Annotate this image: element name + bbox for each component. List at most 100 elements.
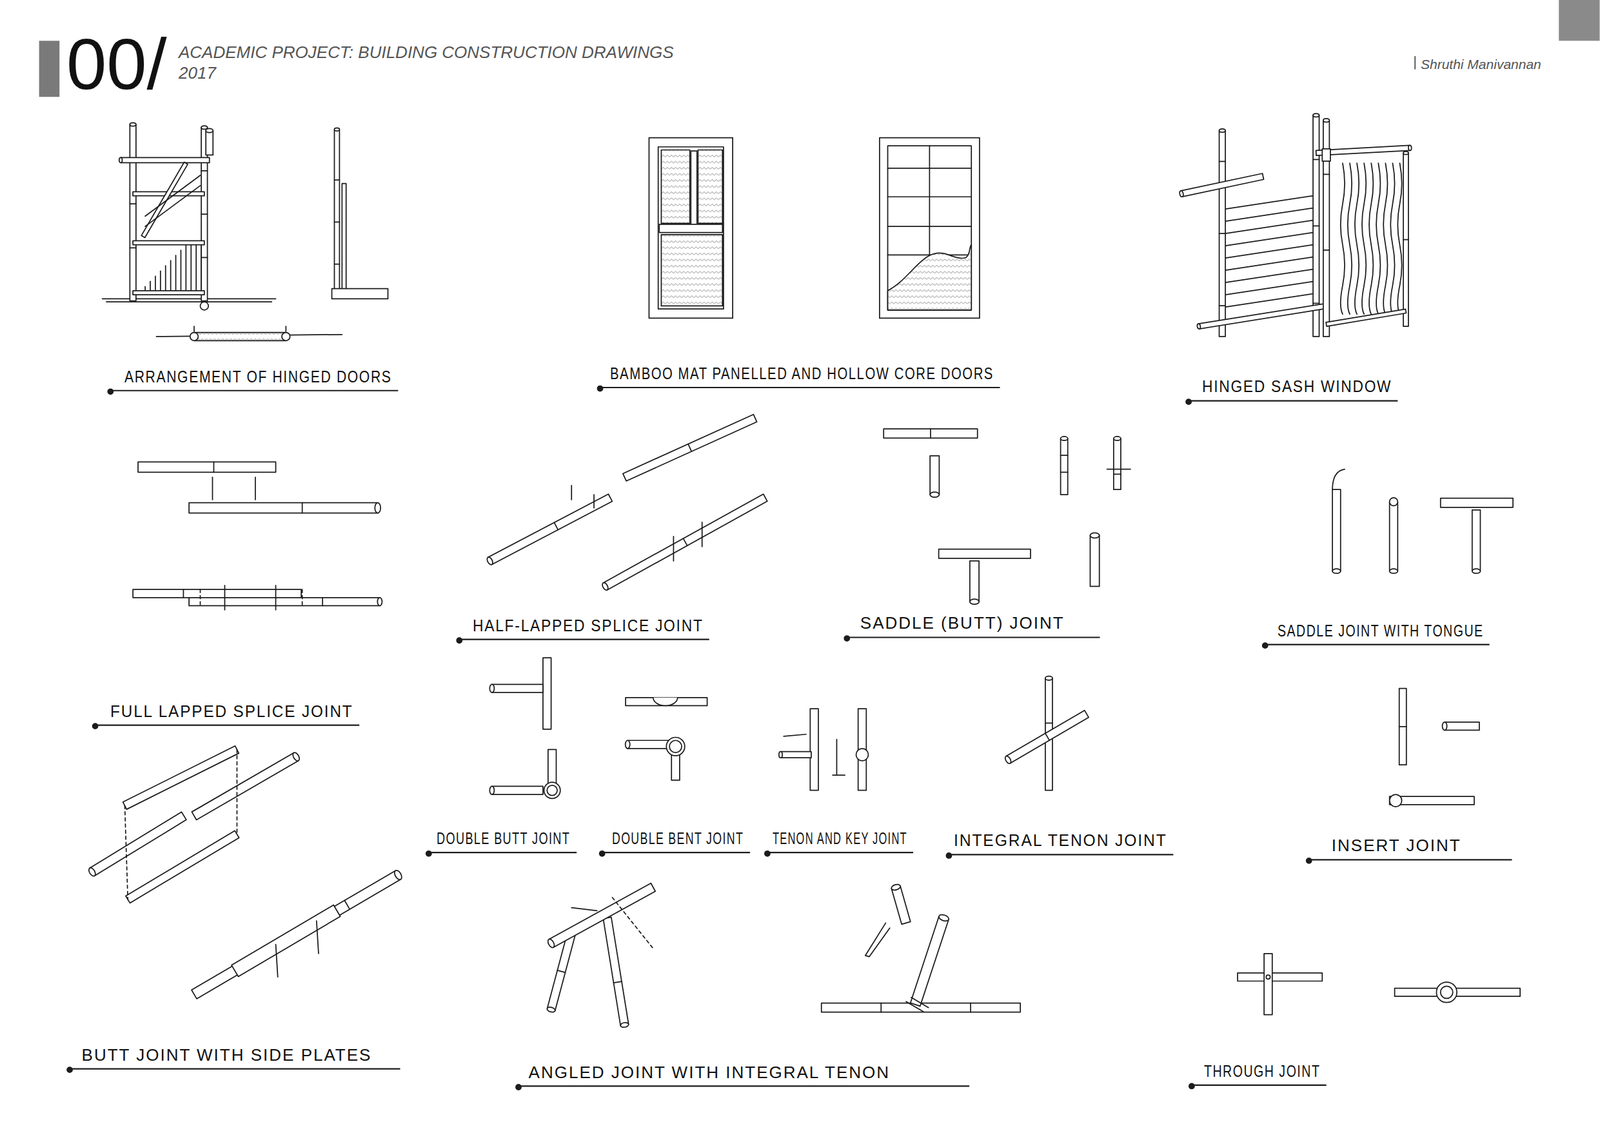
caption-underline [428, 851, 577, 854]
pen-line [1313, 225, 1319, 227]
pole-opening [938, 913, 950, 923]
bamboo-pole [123, 746, 240, 810]
pen-rect [888, 145, 972, 311]
pen-line [1225, 232, 1314, 247]
pen-line [683, 538, 688, 546]
pen-line [1045, 733, 1050, 741]
pole-opening [620, 1022, 630, 1028]
bamboo-pole [188, 503, 378, 514]
caption-dot [456, 637, 462, 643]
pen-rect [659, 224, 723, 233]
caption-dot [1189, 1084, 1195, 1090]
bamboo-pole [1264, 953, 1273, 1016]
pen-line [224, 585, 226, 611]
pen-line [236, 749, 238, 834]
bamboo-pole [546, 932, 576, 1012]
caption-underline [518, 1085, 970, 1087]
pole-end [1440, 986, 1453, 999]
pole-opening [129, 122, 136, 126]
pen-line [285, 326, 287, 332]
pen-path [1340, 163, 1345, 315]
pen-line [276, 944, 278, 978]
caption-underline [69, 1067, 400, 1070]
pen-line [1225, 294, 1314, 308]
pen-line [593, 494, 595, 509]
header-bar [39, 40, 60, 97]
pen-line [334, 179, 340, 181]
pole-opening [625, 740, 631, 749]
pen-rect [658, 147, 724, 309]
pole-end [190, 332, 199, 342]
bamboo-pole [205, 130, 213, 155]
pen-line [1399, 726, 1407, 728]
caption-dot [1262, 642, 1268, 649]
pen-line [1113, 474, 1121, 476]
bamboo-pole [1313, 115, 1319, 337]
drawing-caption: ANGLED JOINT WITH INTEGRAL TENON [528, 1064, 890, 1081]
caption-underline [1309, 859, 1513, 861]
pen-path [865, 922, 890, 957]
pen-path [1369, 163, 1373, 315]
bamboo-joint-drawings [87, 113, 1521, 1028]
pole-end [1389, 794, 1403, 807]
drawing-caption: BAMBOO MAT PANELLED AND HOLLOW CORE DOOR… [610, 365, 994, 382]
pen-line [321, 597, 324, 607]
pole-opening [1219, 128, 1226, 133]
pen-line [145, 185, 200, 227]
caption-dot [599, 851, 605, 857]
pen-line [969, 1003, 972, 1013]
pen-line [1323, 249, 1330, 251]
pen-line [832, 774, 845, 776]
pole-opening [1472, 568, 1481, 574]
pen-line [1219, 160, 1226, 162]
caption-underline [600, 386, 1001, 389]
pen-path [1383, 163, 1388, 315]
pen-line [185, 245, 188, 293]
bamboo-pole [938, 549, 1031, 559]
pen-line [334, 263, 340, 266]
bamboo-pole [1113, 438, 1121, 490]
bamboo-pole [1472, 510, 1481, 572]
pen-line [553, 522, 558, 530]
pen-path [888, 245, 972, 311]
bamboo-pole [334, 129, 340, 298]
caption-underline [459, 639, 709, 641]
pen-line [557, 970, 565, 973]
caption-underline [948, 853, 1174, 856]
pole-opening [1442, 722, 1448, 731]
pen-path [332, 288, 389, 300]
caption-dot [597, 386, 603, 392]
pole-opening [1408, 145, 1412, 151]
author-bar [1414, 56, 1416, 70]
bamboo-pole [891, 886, 911, 925]
pen-path [1362, 163, 1366, 315]
pen-path [1354, 163, 1359, 315]
bamboo-pole [1180, 173, 1265, 197]
pen-line [212, 477, 214, 500]
pen-line [888, 167, 972, 169]
pole-opening [1178, 190, 1184, 197]
bamboo-pole [548, 883, 656, 948]
pole-end [855, 748, 869, 761]
pen-line [1060, 454, 1068, 456]
bamboo-pole [1403, 152, 1409, 327]
bamboo-pole [138, 461, 277, 473]
pen-rect [661, 149, 690, 224]
pen-line [301, 503, 304, 514]
pole-opening [1004, 755, 1013, 765]
caption-underlines [67, 386, 1512, 1090]
pole-opening [601, 581, 609, 592]
bamboo-pole [1325, 308, 1406, 327]
pen-line [1225, 245, 1314, 259]
drawing-caption: ARRANGEMENT OF HINGED DOORS [124, 368, 393, 386]
bamboo-pole [492, 684, 544, 693]
pen-line [334, 221, 340, 224]
drawing-caption: HALF-LAPPED SPLICE JOINT [472, 617, 704, 634]
caption-underline [1188, 399, 1398, 402]
bamboo-pole [89, 811, 187, 876]
caption-dot [1306, 858, 1312, 864]
pen-line [193, 326, 195, 332]
pen-line [688, 444, 692, 453]
pole-end [1389, 497, 1399, 507]
